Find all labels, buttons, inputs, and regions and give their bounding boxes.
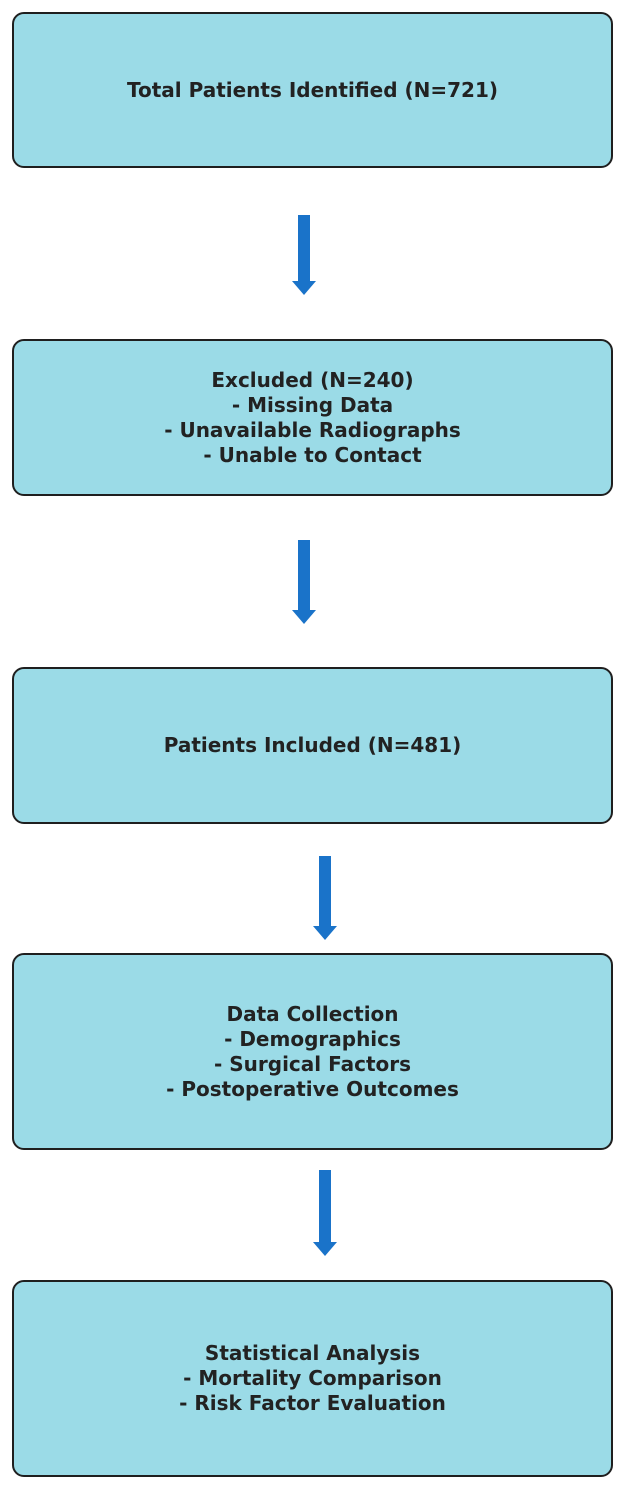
box-line: - Postoperative Outcomes <box>166 1076 459 1101</box>
flow-box-patients-included: Patients Included (N=481) <box>12 667 613 824</box>
box-line: - Unavailable Radiographs <box>164 417 461 442</box>
box-line: Excluded (N=240) <box>211 367 414 392</box>
box-line: Statistical Analysis <box>204 1341 421 1365</box>
flow-box-excluded: Excluded (N=240) - Missing Data - Unavai… <box>12 339 613 496</box>
box-line: - Risk Factor Evaluation <box>179 1391 446 1415</box>
flow-box-data-collection: Data Collection - Demographics - Surgica… <box>12 953 613 1150</box>
box-line: Total Patients Identified (N=721) <box>126 77 499 102</box>
box-line: - Unable to Contact <box>203 442 422 467</box>
box-line: - Mortality Comparison <box>183 1366 442 1390</box>
arrow-down-icon <box>313 856 337 940</box>
flow-box-statistical-analysis: Statistical Analysis - Mortality Compari… <box>12 1280 613 1477</box>
box-line: - Demographics <box>224 1026 401 1051</box>
box-line: - Surgical Factors <box>213 1051 412 1076</box>
arrow-down-icon <box>313 1170 337 1256</box>
box-line: Data Collection <box>226 1001 399 1026</box>
arrow-down-icon <box>292 540 316 624</box>
arrow-down-icon <box>292 215 316 295</box>
flow-box-total-patients: Total Patients Identified (N=721) <box>12 12 613 168</box>
box-line: - Missing Data <box>231 392 394 417</box>
box-line: Patients Included (N=481) <box>163 733 462 757</box>
